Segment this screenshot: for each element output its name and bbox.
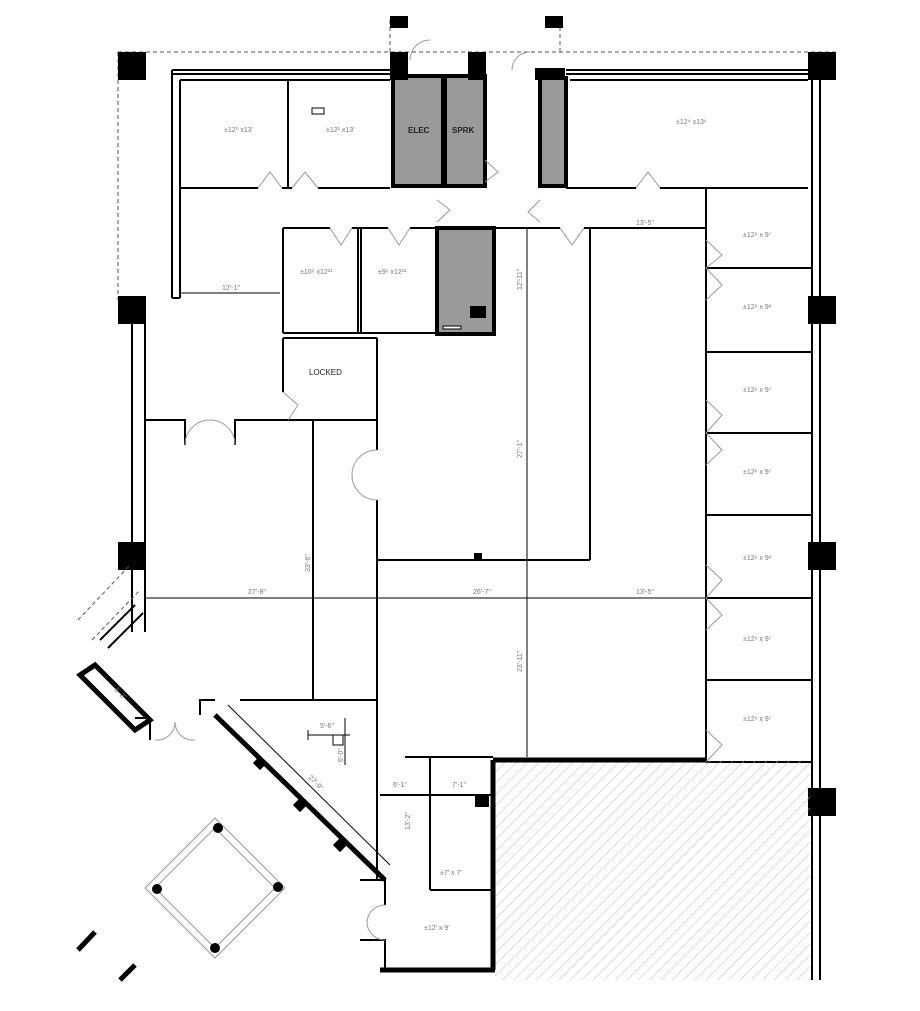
storage-room [435,226,496,336]
shaft [538,76,568,188]
room-label: ±7' x 7' [440,870,462,877]
dimension-label: 27'-9" [307,774,325,792]
atrium [144,817,286,959]
column [808,52,836,80]
column [808,788,836,816]
column [118,296,146,324]
elec-room [391,74,445,188]
room-label: ±10⁶ x12¹¹ [300,269,333,276]
room-label: ±12⁶ x 9⁷ [743,636,772,643]
room-labels: ±12⁰ x13' ±12¹ x13' ELEC SPRK ±12⁴ x13⁶ … [224,119,772,932]
dimension-label: 26'-7" [473,589,491,596]
dimension-label: 23'-11" [517,650,524,672]
locked-label: LOCKED [309,368,342,377]
room-label: ±12⁶ x 9⁷ [743,387,772,394]
dimension-label: 27'-1" [517,440,524,458]
dimension-label: 6'-1" [393,782,407,789]
dimension-label: 12'-11" [517,268,524,290]
west-area [145,419,706,880]
room-label: ±12⁶ x 9⁷ [743,716,772,723]
elec-label: ELEC [408,126,430,135]
middle-offices [180,199,706,757]
exterior-shell [76,16,836,980]
dimension-label: 6'-2" [113,686,128,701]
column [808,296,836,324]
column [118,52,146,80]
column [118,542,146,570]
dimension-label: 5'-6" [320,723,334,730]
dimension-label: 27'-8" [248,589,266,596]
hatched-area [495,760,810,980]
dimension-label: 6'-0" [338,748,345,762]
sprk-room [443,74,487,188]
room-label: ±12⁶ x 9⁷ [743,232,772,239]
room-label: ±12⁶ x 9⁸ [743,555,772,562]
right-offices [705,188,812,763]
dimension-label: 12'-1" [222,285,240,292]
room-label: ±9⁶ x12¹¹ [378,269,407,276]
south-area [76,699,810,982]
dimension-label: 13'-5" [636,589,654,596]
dimension-label: 33'-6" [305,554,312,572]
dimension-label: 13'-2" [405,812,412,830]
dimension-label: 13'-5" [636,220,654,227]
room-label: ±12⁶ x 9⁷ [743,469,772,476]
dimension-labels: 12'-1" 13'-5" 13'-5" 27'-8" 26'-7" 33'-6… [113,220,655,830]
room-label: ±12⁴ x13⁶ [676,119,707,126]
room-label: ±12⁶ x 9⁸ [743,304,772,311]
top-offices [171,39,808,299]
room-label: ±12¹ x13' [326,127,355,134]
dimension-label: 7'-1" [452,782,466,789]
room-label: ±12' x 9' [424,925,450,932]
room-label: ±12⁰ x13' [224,126,253,134]
column [808,542,836,570]
sprk-label: SPRK [452,126,474,135]
